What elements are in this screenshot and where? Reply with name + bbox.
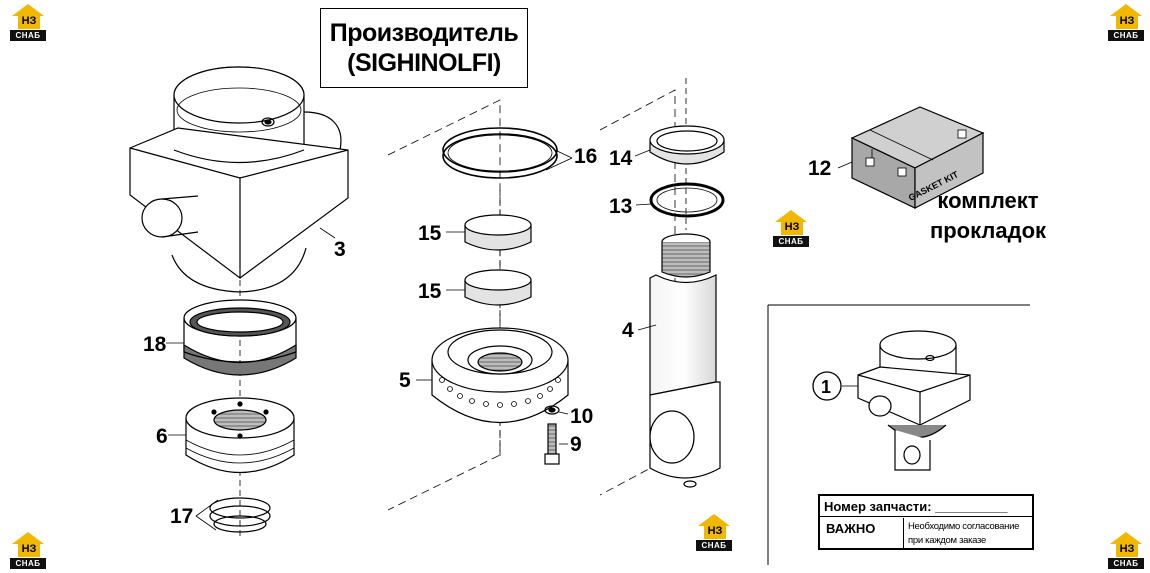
callout-4: 4 [622,319,634,342]
callout-10: 10 [570,405,594,428]
seal-ring-part-18 [166,299,297,376]
guide-band-part-15-upper [446,214,532,251]
large-ring-part-16 [442,127,573,179]
callout-16: 16 [574,145,598,168]
assembled-valve-part-1 [842,330,971,471]
callout-1: 1 [821,377,832,397]
order-note-line1: Необходимо согласование [908,521,1020,532]
rod-part-4 [637,233,721,488]
part-info-table: Номер запчасти: __________ ВАЖНО Необход… [818,494,1034,550]
order-note-line2: при каждом заказе [908,535,986,546]
o-rings-part-17 [195,497,271,533]
callout-13: 13 [609,195,633,218]
manufacturer-name: (SIGHINOLFI) [347,49,501,77]
gland-flange-part-5 [416,327,569,423]
callout-9: 9 [570,433,582,456]
kit-caption-line1: комплект [937,188,1039,213]
order-note: Необходимо согласование при каждом заказ… [908,520,1032,548]
callout-15-lower: 15 [418,280,442,303]
callout-3: 3 [334,238,346,261]
callout-14: 14 [609,147,633,170]
gasket-kit-caption: комплект прокладок [928,186,1048,246]
seal-part-13 [635,182,725,218]
manufacturer-title: Производитель [329,19,519,47]
callout-18: 18 [143,333,167,356]
bolt-part-9 [544,423,568,465]
manufacturer-title-box: Производитель (SIGHINOLFI) [320,8,528,88]
washer-part-10 [544,405,569,415]
ring-part-14 [634,125,725,165]
important-label: ВАЖНО [820,518,904,548]
piston-part-6 [168,397,295,474]
callout-15-upper: 15 [418,222,442,245]
guide-band-part-15-lower [446,269,532,306]
callout-12: 12 [808,157,832,180]
gasket-kit-box-part-12 [837,106,985,209]
valve-body-part-3 [129,66,349,293]
callout-6: 6 [156,425,168,448]
callout-5: 5 [399,369,411,392]
kit-caption-line2: прокладок [929,218,1047,243]
callout-17: 17 [170,505,194,528]
part-number-label: Номер запчасти: __________ [820,496,1032,517]
